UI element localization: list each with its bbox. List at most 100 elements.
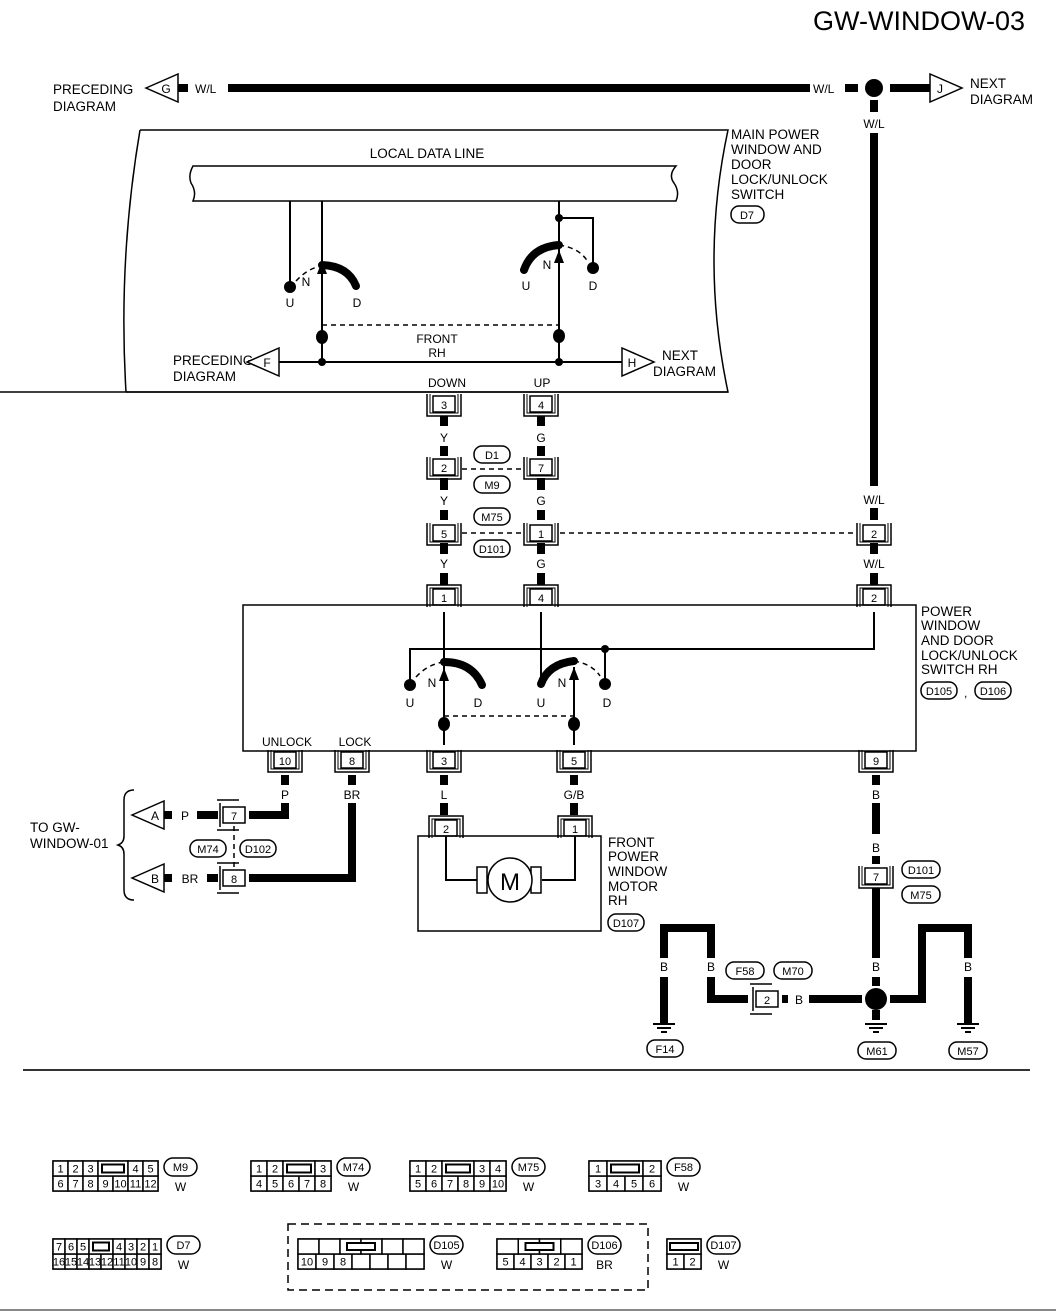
page-title: GW-WINDOW-03: [813, 6, 1025, 36]
latch-icon: [445, 1163, 471, 1174]
pin-d105-1[interactable]: 1: [426, 584, 462, 607]
pin-d105-2[interactable]: 2: [856, 584, 892, 607]
connector-badge-d101[interactable]: D101: [473, 539, 511, 558]
pin-rh-5[interactable]: 5: [556, 750, 592, 773]
connector-view-badge-m75[interactable]: M75: [511, 1157, 546, 1177]
wire-color-label: B: [964, 960, 972, 974]
ground-badge-f14[interactable]: F14: [646, 1039, 684, 1058]
pin-rh-8[interactable]: 8: [334, 750, 370, 773]
connector-badge-m9[interactable]: M9: [473, 475, 511, 494]
pin-m75-5[interactable]: 5: [426, 523, 462, 546]
section-label: FRONT: [416, 332, 458, 346]
svg-text:1: 1: [57, 1164, 63, 1176]
offpage-connector-a[interactable]: A: [130, 799, 165, 831]
connector-badge-d1[interactable]: D1: [473, 445, 511, 464]
offpage-connector-g[interactable]: PRECEDING DIAGRAM G: [53, 72, 179, 114]
svg-text:D1: D1: [485, 450, 499, 462]
contact-label: U: [522, 279, 531, 293]
pin-d7-4[interactable]: 4: [523, 394, 559, 417]
svg-text:13: 13: [89, 1257, 101, 1269]
svg-text:L: L: [441, 788, 448, 802]
connector-badge-m75-ground[interactable]: M75: [901, 885, 941, 904]
offpage-connector-b[interactable]: B: [130, 862, 165, 894]
motor-outline: [417, 835, 602, 932]
contact-label: U: [537, 696, 546, 710]
connector-badge-d107[interactable]: D107: [607, 913, 645, 932]
connector-badge-m75[interactable]: M75: [473, 507, 511, 526]
connector-view-badge-d7[interactable]: D7: [166, 1235, 201, 1255]
svg-text:7: 7: [538, 463, 544, 475]
svg-text:4: 4: [132, 1164, 138, 1176]
pin-d1-7[interactable]: 7: [523, 457, 559, 480]
svg-text:6: 6: [68, 1242, 74, 1254]
connector-badge-d101-ground[interactable]: D101: [901, 860, 941, 879]
connector-view-badge-d107[interactable]: D107: [706, 1235, 741, 1255]
ground-badge-m57[interactable]: M57: [948, 1041, 988, 1060]
connector-view-badge-d105[interactable]: D105: [429, 1235, 464, 1255]
pivot-arrow-icon: [569, 667, 579, 680]
pin-rh-3[interactable]: 3: [426, 750, 462, 773]
offpage-connector-f[interactable]: PRECEDING DIAGRAM F: [173, 346, 280, 384]
connector-badge-d102[interactable]: D102: [239, 839, 277, 858]
contact-label: N: [543, 258, 552, 272]
latch-icon: [346, 1242, 376, 1251]
svg-text:7: 7: [72, 1179, 78, 1191]
offpage-arrow-icon: [621, 346, 656, 378]
svg-text:H: H: [628, 356, 637, 370]
svg-text:9: 9: [479, 1179, 485, 1191]
offpage-connector-j[interactable]: J NEXT DIAGRAM: [929, 72, 1033, 107]
svg-text:7: 7: [304, 1179, 310, 1191]
latch-icon: [610, 1163, 640, 1174]
ground-badge-m61[interactable]: M61: [857, 1041, 897, 1060]
local-data-line: [189, 165, 679, 202]
pin-d105-4[interactable]: 4: [523, 584, 559, 607]
connector-view-badge-f58[interactable]: F58: [666, 1157, 701, 1177]
pin-function-label: DOWN: [428, 376, 466, 390]
wire-color-label: W/L: [195, 82, 217, 96]
motor-symbol: M: [500, 869, 520, 896]
pivot-arrow-icon: [554, 250, 564, 263]
terminal-cell: [351, 1253, 371, 1270]
offpage-arrow-icon: [245, 346, 280, 378]
svg-text:RH: RH: [608, 893, 628, 908]
connector-view-badge-m74[interactable]: M74: [336, 1157, 371, 1177]
connector-view-badge-m9[interactable]: M9: [163, 1157, 198, 1177]
pin-d101-7[interactable]: 7: [858, 866, 894, 889]
connector-view-badge-d106[interactable]: D106: [587, 1235, 622, 1255]
pin-m75-1[interactable]: 1: [523, 523, 559, 546]
contact-label: U: [286, 296, 295, 310]
connector-badge-m74[interactable]: M74: [189, 839, 227, 858]
pin-d107-2[interactable]: 2: [428, 815, 464, 838]
connector-badge-d7[interactable]: D7: [730, 205, 765, 224]
terminal-cell: [402, 1238, 425, 1255]
svg-text:D102: D102: [245, 844, 271, 856]
svg-text:9: 9: [140, 1257, 146, 1269]
connector-badge-d105[interactable]: D105: [920, 681, 958, 700]
pin-m74-7[interactable]: 7: [217, 799, 246, 831]
connector-badge-f58[interactable]: F58: [725, 961, 765, 980]
terminal-cell: [387, 1253, 407, 1270]
svg-text:D106: D106: [591, 1240, 617, 1252]
pin-d107-1[interactable]: 1: [557, 815, 593, 838]
connector-badge-d106[interactable]: D106: [974, 681, 1012, 700]
pin-rh-10[interactable]: 10: [267, 750, 303, 773]
connector-badge-m70[interactable]: M70: [773, 961, 813, 980]
pin-d1-2[interactable]: 2: [426, 457, 462, 480]
offpage-connector-h[interactable]: H NEXT DIAGRAM: [621, 346, 716, 379]
pin-d7-3[interactable]: 3: [426, 394, 462, 417]
pin-rh-9[interactable]: 9: [858, 750, 894, 773]
pin-m75-2[interactable]: 2: [856, 523, 892, 546]
separator: ,: [964, 686, 967, 700]
pin-m74-8[interactable]: 8: [217, 862, 246, 894]
wire-wl-run: W/L: [863, 543, 885, 585]
svg-text:10: 10: [125, 1257, 137, 1269]
svg-text:POWER: POWER: [608, 849, 659, 864]
wire-b-run: B B B: [872, 775, 880, 986]
ground-m61: [865, 1023, 887, 1033]
wire-gb-run: G/B: [564, 775, 584, 815]
latch-icon: [92, 1241, 110, 1252]
pin-f58-2[interactable]: 2: [750, 983, 779, 1015]
contact-label: D: [474, 696, 483, 710]
